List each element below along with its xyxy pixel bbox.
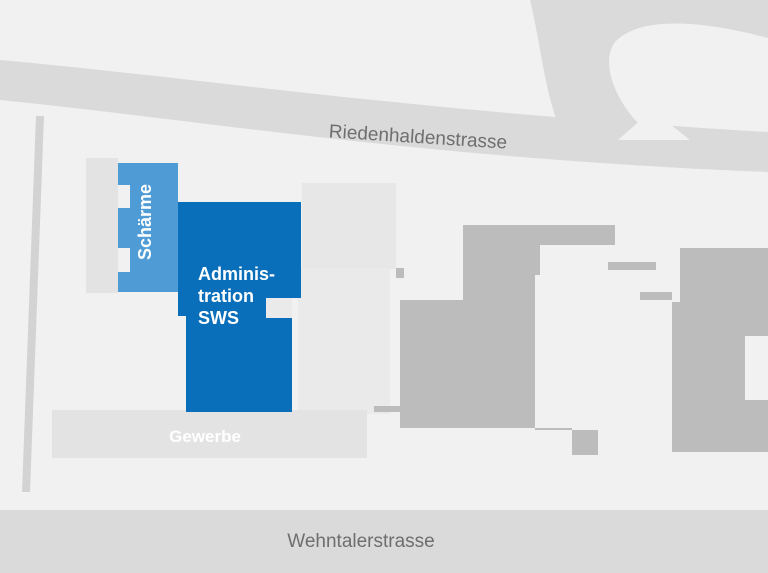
riedenhaldenstrasse-road [0, 60, 768, 172]
building-light-west [86, 158, 118, 293]
admin-label-line-2: tration [198, 286, 254, 306]
curved-road [530, 0, 768, 128]
neighbor-connector-4 [396, 268, 404, 278]
commercial-label: Gewerbe [169, 427, 241, 446]
building-light-middle [298, 268, 390, 414]
wehntalerstrasse-road [0, 510, 768, 573]
shelters-building [118, 163, 178, 292]
admin-label-line-3: SWS [198, 308, 239, 328]
traffic-island [618, 110, 690, 140]
neighbor-building-b [672, 248, 768, 452]
admin-label-line-1: Adminis- [198, 264, 275, 284]
neighbor-building-b-cutout [745, 336, 768, 400]
side-path [22, 116, 44, 492]
building-light-north [302, 183, 396, 269]
admin-building-notch [266, 298, 292, 318]
neighbor-connector-3 [374, 406, 402, 412]
wehntalerstrasse-label: Wehntalerstrasse [287, 531, 435, 552]
shelters-label: Schärme [135, 184, 155, 260]
neighbor-building-a [400, 225, 615, 455]
neighbor-connector-1 [608, 262, 656, 270]
neighbor-connector-2 [640, 292, 672, 300]
admin-building [178, 202, 301, 412]
commercial-building [52, 410, 367, 458]
